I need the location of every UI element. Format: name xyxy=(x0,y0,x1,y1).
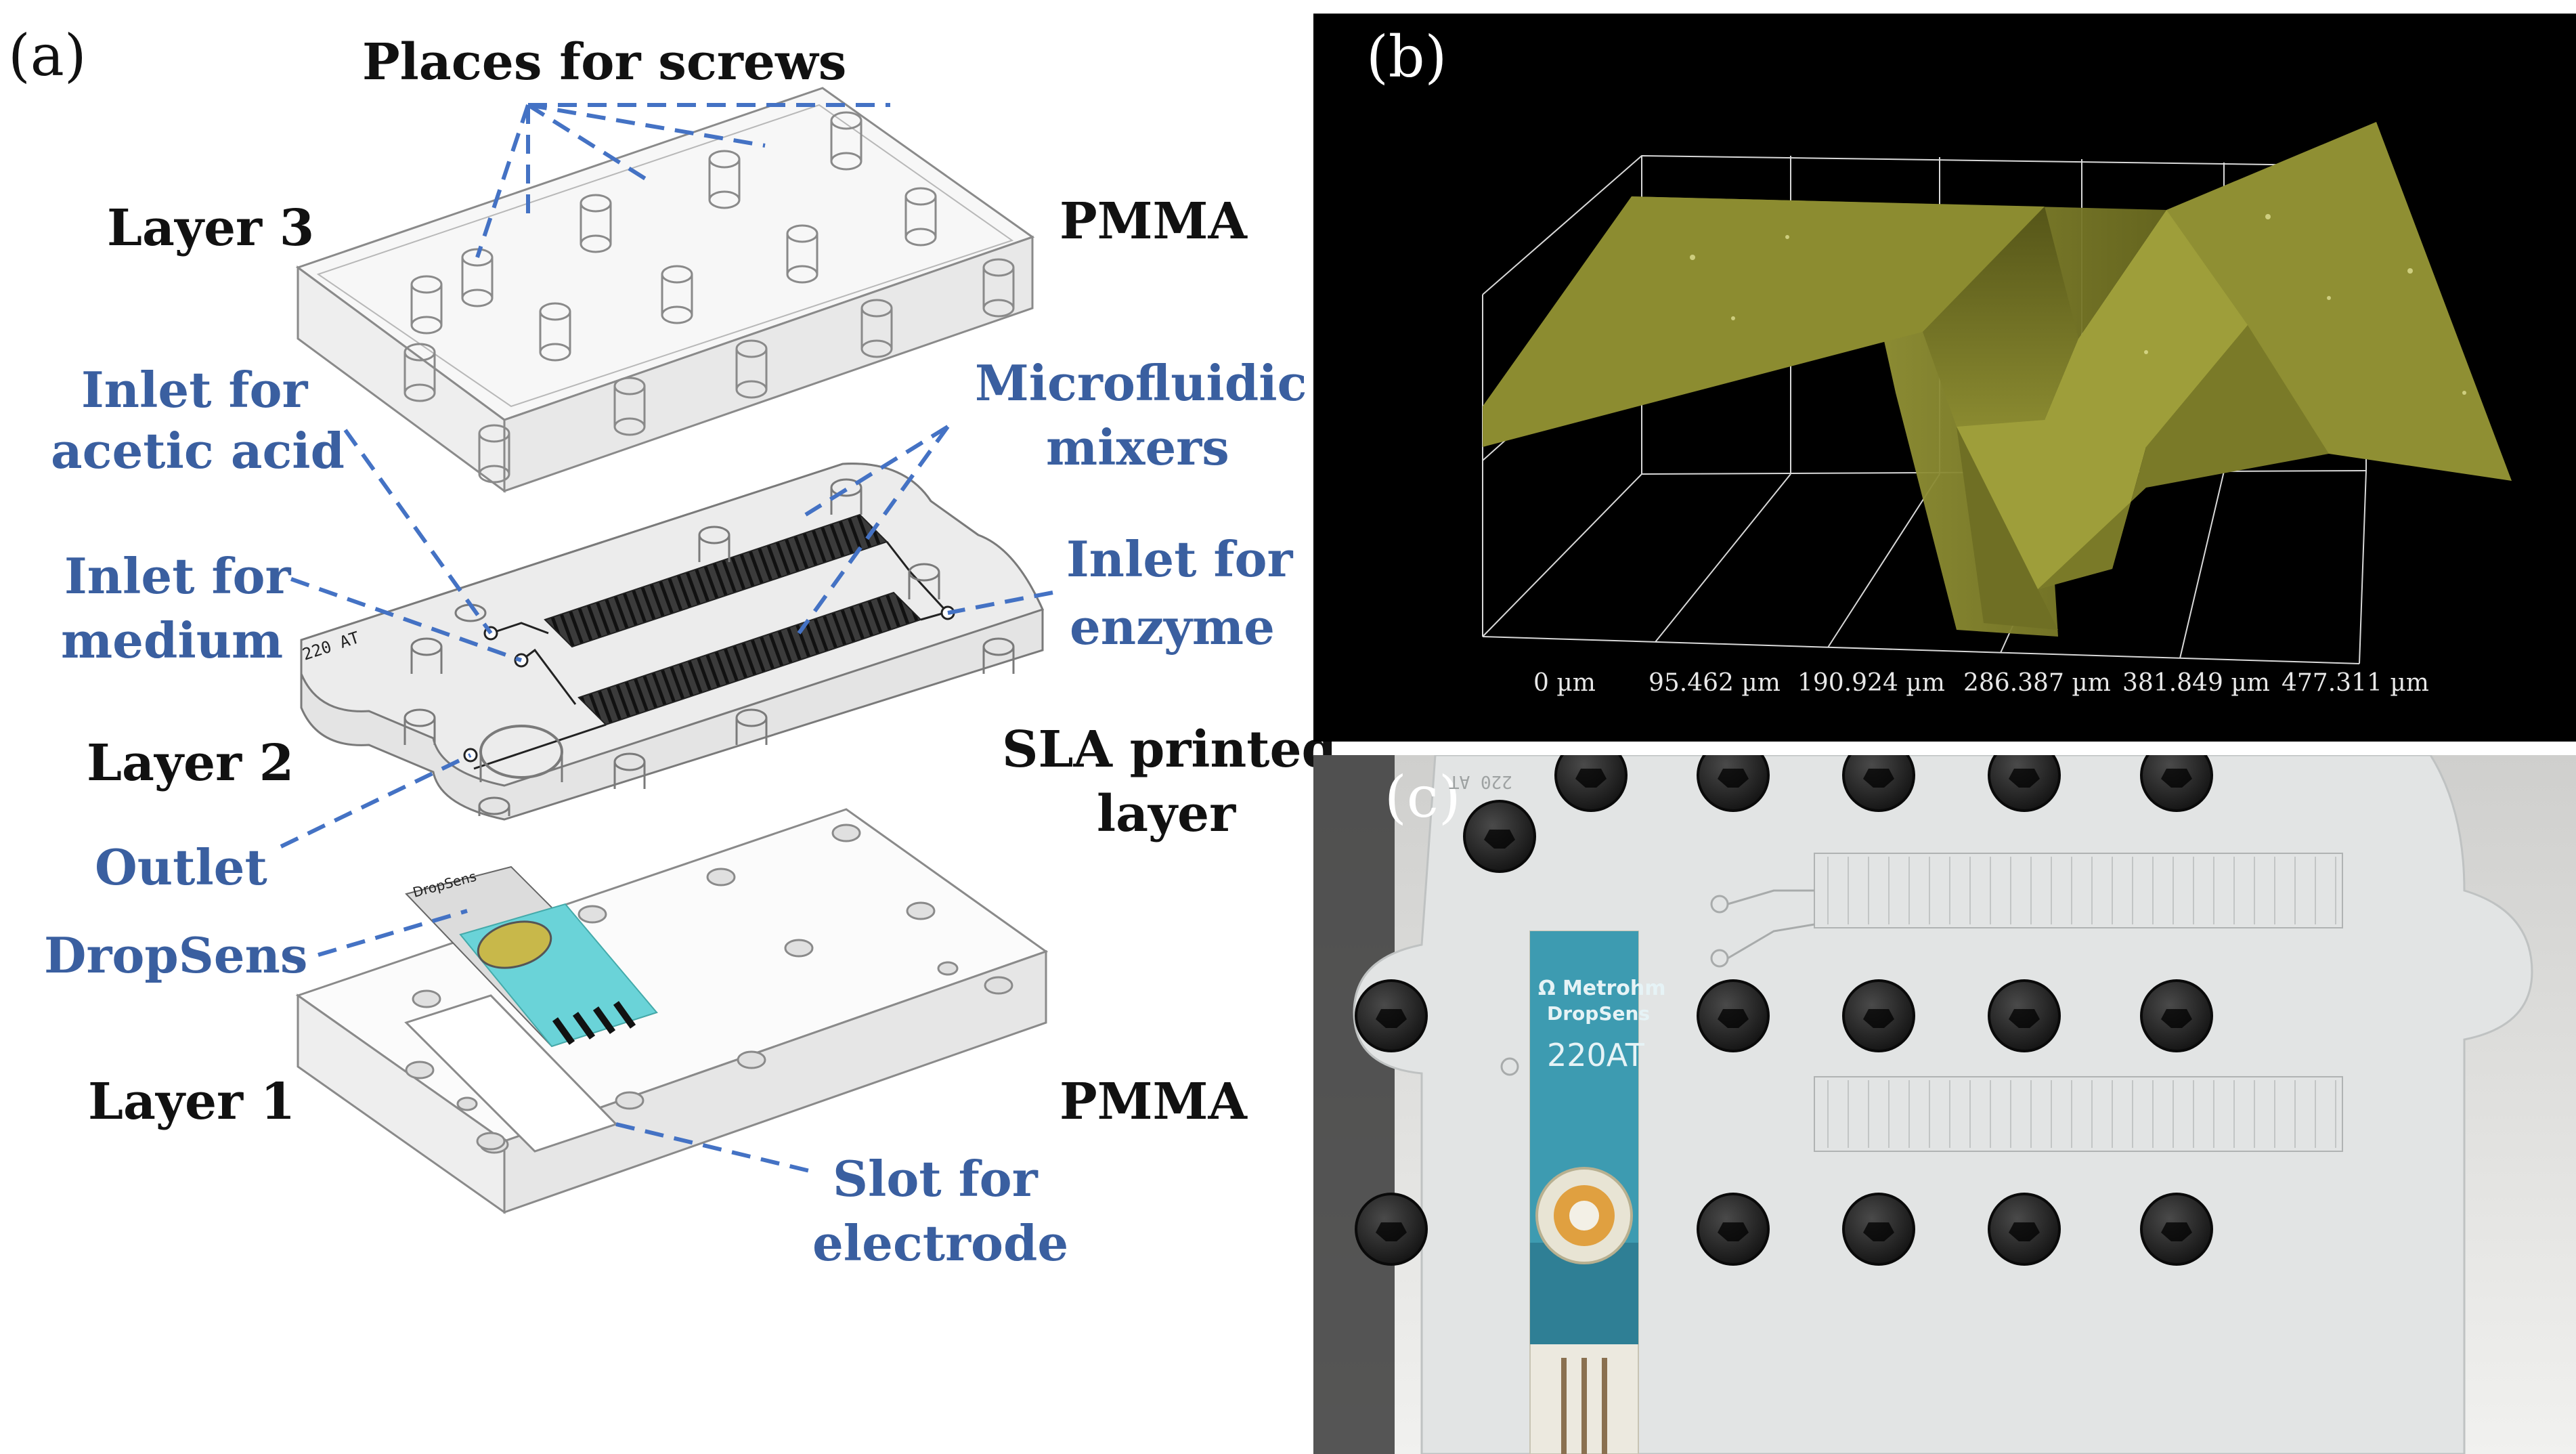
slot-label-1: Slot for xyxy=(833,1150,1038,1207)
photo-chip-engraving: 220 AT xyxy=(1449,771,1512,792)
layer-1-plate xyxy=(295,808,1049,1214)
photo-electrode-brand-1: Ω Metrohm xyxy=(1538,977,1666,1000)
inlet-acetic-label-2: acetic acid xyxy=(51,422,345,479)
photo-electrode-brand-2: DropSens xyxy=(1547,1002,1651,1025)
dropsens-electrode xyxy=(405,865,658,1048)
dropsens-label: DropSens xyxy=(44,926,308,984)
layer-2-material-1: SLA printed xyxy=(1002,721,1337,779)
chip-photo-panel: (c) 220 AT Ω Metrohm DropSens 220AT xyxy=(1313,755,2576,1454)
x-tick-2: 190.924 µm xyxy=(1797,669,1945,697)
layer-3-label: Layer 3 xyxy=(107,199,315,257)
leader-lines xyxy=(280,103,1053,1174)
layer-2-holes xyxy=(403,478,1015,816)
inlet-medium-label-1: Inlet for xyxy=(64,547,291,605)
screws-title: Places for screws xyxy=(362,33,847,91)
x-tick-4: 381.849 µm xyxy=(2122,669,2270,697)
surface-profile-3d xyxy=(1482,122,2512,664)
layer-2-plate xyxy=(300,463,1045,821)
outlet-label: Outlet xyxy=(95,838,267,896)
x-tick-5: 477.311 µm xyxy=(2282,669,2429,697)
panel-b-letter: (b) xyxy=(1366,24,1447,90)
x-tick-0: 0 µm xyxy=(1533,669,1596,697)
photo-electrode-model: 220AT xyxy=(1547,1037,1644,1073)
microfluidic-label-1: Microfluidic xyxy=(975,354,1307,412)
layer-2-material-2: layer xyxy=(1097,785,1236,843)
inlet-enzyme-label-1: Inlet for xyxy=(1066,530,1293,588)
surface-profile-panel: (b) 0 µm 95.462 µm 190.924 µm 286.387 µm… xyxy=(1313,14,2576,742)
layer-1-holes xyxy=(405,824,1013,1154)
panel-a-letter: (a) xyxy=(8,22,87,89)
inlet-medium-label-2: medium xyxy=(61,612,284,669)
panel-c-letter: (c) xyxy=(1384,764,1461,830)
layer-2-label: Layer 2 xyxy=(87,734,294,792)
layer-1-label: Layer 1 xyxy=(88,1073,296,1131)
microfluidic-label-2: mixers xyxy=(1046,419,1229,476)
layer-3-plate xyxy=(295,87,1035,493)
inlet-enzyme-label-2: enzyme xyxy=(1070,598,1275,656)
layer-3-screw-holes xyxy=(403,111,1015,484)
inlet-acetic-label-1: Inlet for xyxy=(81,361,308,419)
x-tick-3: 286.387 µm xyxy=(1963,669,2111,697)
exploded-chip-schematic: 220 AT xyxy=(280,87,1053,1214)
layer-1-material: PMMA xyxy=(1060,1073,1247,1131)
chip-photo xyxy=(1313,755,2576,1454)
photo-electrode xyxy=(1529,931,1639,1454)
layer-3-material: PMMA xyxy=(1060,192,1247,251)
x-tick-1: 95.462 µm xyxy=(1649,669,1781,697)
slot-label-2: electrode xyxy=(812,1214,1069,1272)
